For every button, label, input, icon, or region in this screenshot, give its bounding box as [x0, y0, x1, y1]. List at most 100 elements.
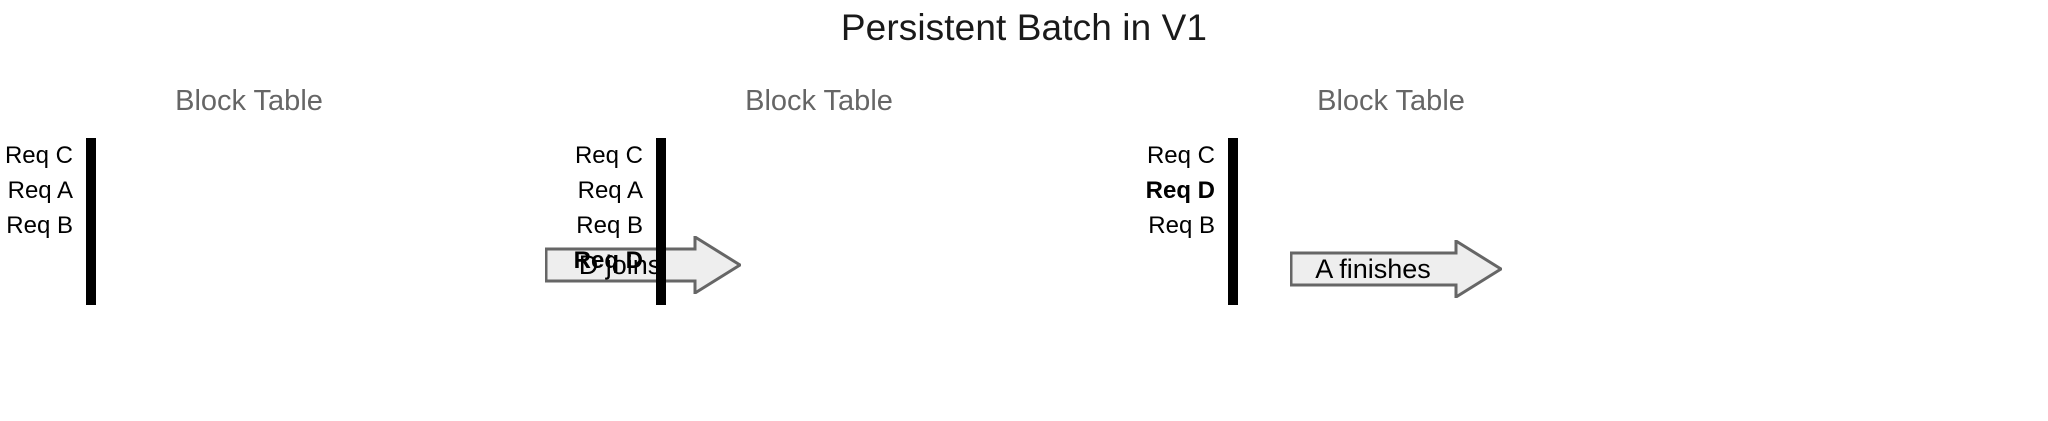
block-cell[interactable] [1232, 171, 1236, 206]
block-cell[interactable] [90, 237, 94, 272]
row-label: Req D [573, 247, 643, 274]
table-row [86, 171, 96, 206]
block-cell[interactable] [662, 204, 666, 239]
block-cell[interactable] [656, 171, 660, 206]
row-label: Req B [6, 212, 73, 239]
block-cell[interactable] [1230, 237, 1234, 272]
block-cell[interactable] [662, 270, 666, 305]
row-label: Req C [574, 142, 643, 169]
block-cell[interactable] [92, 171, 96, 206]
block-cell[interactable] [1232, 138, 1236, 173]
block-cell[interactable] [1230, 171, 1234, 206]
block-cell[interactable] [88, 171, 92, 206]
block-cell[interactable] [1234, 237, 1238, 272]
block-cell[interactable] [92, 138, 96, 173]
row-label: Req B [1148, 212, 1215, 239]
row-label [1078, 278, 1228, 313]
block-cell[interactable] [660, 204, 664, 239]
block-cell[interactable] [1234, 171, 1238, 206]
row-label: Req B [576, 212, 643, 239]
table-row [656, 237, 666, 272]
block-cell[interactable] [92, 237, 96, 272]
table-row [86, 204, 96, 239]
block-cell[interactable] [658, 270, 662, 305]
panel-2-grid [656, 138, 666, 305]
panel-2-heading: Block Table [745, 85, 893, 117]
block-cell[interactable] [86, 171, 90, 206]
table-row [86, 270, 96, 305]
block-cell[interactable] [1232, 237, 1236, 272]
block-cell[interactable] [1228, 204, 1232, 239]
row-label [1078, 243, 1228, 278]
block-cell[interactable] [1228, 171, 1232, 206]
panel-3-grid [1228, 138, 1238, 305]
block-cell[interactable] [658, 204, 662, 239]
table-row [656, 204, 666, 239]
row-label [0, 278, 86, 313]
block-cell[interactable] [88, 204, 92, 239]
block-cell[interactable] [1228, 270, 1232, 305]
block-cell[interactable] [1230, 270, 1234, 305]
block-cell[interactable] [662, 138, 666, 173]
block-cell[interactable] [88, 270, 92, 305]
row-label [506, 278, 656, 313]
table-row [86, 237, 96, 272]
block-cell[interactable] [656, 270, 660, 305]
block-cell[interactable] [92, 204, 96, 239]
block-cell[interactable] [1228, 138, 1232, 173]
panel-2-row-labels: Req C Req A Req B Req D [506, 138, 656, 313]
table-row [656, 171, 666, 206]
row-label: Req A [577, 177, 643, 204]
block-cell[interactable] [86, 237, 90, 272]
block-cell[interactable] [90, 204, 94, 239]
block-cell[interactable] [656, 138, 660, 173]
block-cell[interactable] [1234, 270, 1238, 305]
block-cell[interactable] [90, 138, 94, 173]
block-cell[interactable] [658, 138, 662, 173]
block-cell[interactable] [86, 270, 90, 305]
block-cell[interactable] [92, 270, 96, 305]
block-cell[interactable] [86, 138, 90, 173]
block-cell[interactable] [660, 171, 664, 206]
panel-3-heading: Block Table [1317, 85, 1465, 117]
table-row [1228, 270, 1238, 305]
block-cell[interactable] [88, 138, 92, 173]
panel-1-row-labels: Req C Req A Req B [0, 138, 86, 313]
row-label: Req A [7, 177, 73, 204]
block-cell[interactable] [1232, 270, 1236, 305]
block-cell[interactable] [658, 237, 662, 272]
block-cell[interactable] [656, 204, 660, 239]
block-cell[interactable] [1234, 204, 1238, 239]
block-cell[interactable] [662, 237, 666, 272]
table-row [1228, 237, 1238, 272]
row-label [0, 243, 86, 278]
block-cell[interactable] [86, 204, 90, 239]
table-row [1228, 171, 1238, 206]
block-cell[interactable] [90, 171, 94, 206]
page-title: Persistent Batch in V1 [840, 7, 1208, 48]
block-cell[interactable] [88, 237, 92, 272]
table-row [1228, 138, 1238, 173]
block-cell[interactable] [660, 138, 664, 173]
block-cell[interactable] [660, 237, 664, 272]
table-row [656, 270, 666, 305]
panel-1-grid [86, 138, 96, 305]
block-cell[interactable] [1230, 204, 1234, 239]
block-cell[interactable] [90, 270, 94, 305]
block-cell[interactable] [1232, 204, 1236, 239]
panel-3-row-labels: Req C Req D Req B [1078, 138, 1228, 313]
block-cell[interactable] [658, 171, 662, 206]
block-cell[interactable] [1230, 138, 1234, 173]
block-cell[interactable] [656, 237, 660, 272]
row-label: Req C [4, 142, 73, 169]
block-cell[interactable] [662, 171, 666, 206]
table-row [86, 138, 96, 173]
row-label: Req D [1145, 177, 1215, 204]
table-row [656, 138, 666, 173]
arrow-a-finishes[interactable]: A finishes [1290, 240, 1502, 298]
block-cell[interactable] [1228, 237, 1232, 272]
block-cell[interactable] [660, 270, 664, 305]
block-cell[interactable] [1234, 138, 1238, 173]
table-row [1228, 204, 1238, 239]
